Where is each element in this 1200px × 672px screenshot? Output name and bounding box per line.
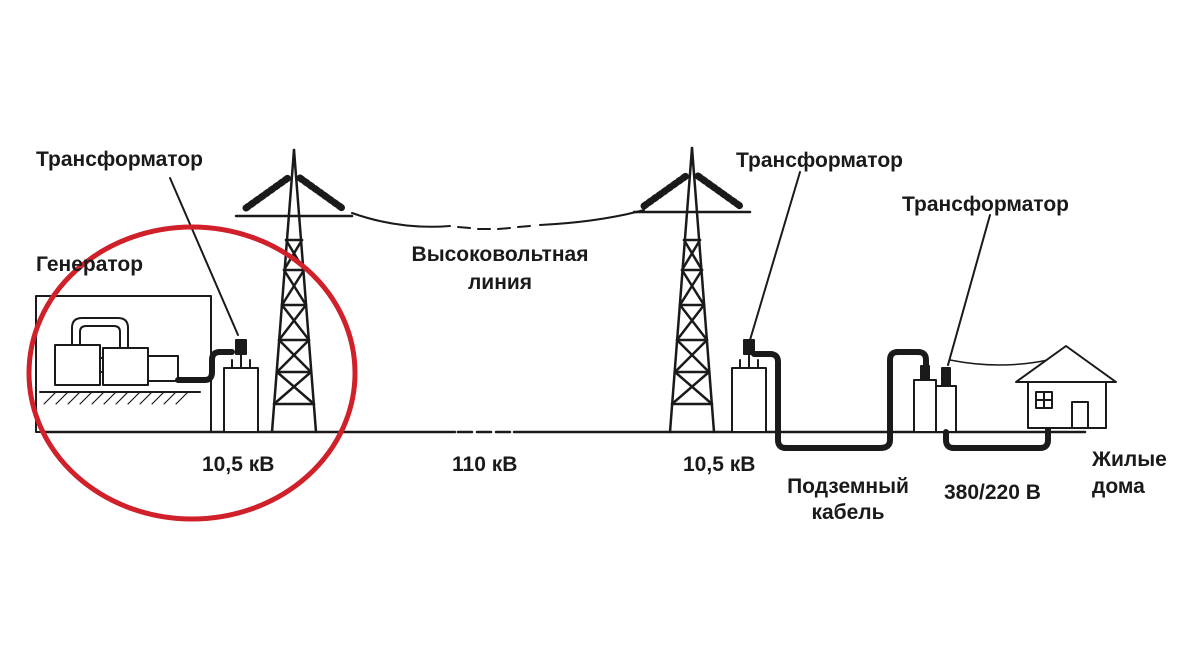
transformer-left-unit [223,339,259,433]
hv-line-right [539,209,645,226]
insulators-left [242,174,346,212]
label-hv-line: Высоковольтная [411,243,589,266]
label-transformer-right: Трансформатор [902,193,1069,216]
label-voltage-low: 380/220 В [944,481,1041,504]
highlight-circle [26,224,358,522]
transformer-mid-unit [731,339,767,433]
tower-left [234,148,354,434]
pointer-transformer-left [169,177,239,336]
generator-machine [54,317,179,386]
pointer-transformer-mid [749,171,801,341]
transformer-right-unit [913,365,957,433]
underground-cable [751,349,929,451]
house [1015,345,1117,429]
generator-cable [175,349,235,383]
label-hv-line-2: линия [467,271,533,294]
hv-line-left [351,212,451,228]
pointer-transformer-right [947,214,991,366]
insulators-right [640,172,744,210]
label-transformer-mid: Трансформатор [736,149,903,172]
label-houses-2: дома [1092,475,1145,498]
label-transformer-left: Трансформатор [36,148,203,171]
label-voltage-mid: 10,5 кВ [683,453,756,476]
label-voltage-line: 110 кВ [452,453,518,476]
tower-right [632,146,752,434]
label-voltage-left: 10,5 кВ [202,453,275,476]
overhead-wire-house [949,359,1049,366]
label-houses: Жилые [1092,448,1167,471]
label-underground-2: кабель [811,501,885,524]
label-underground: Подземный [787,475,909,498]
hv-line-gap [457,225,531,230]
low-voltage-cable [943,425,1051,451]
label-generator: Генератор [36,253,144,276]
